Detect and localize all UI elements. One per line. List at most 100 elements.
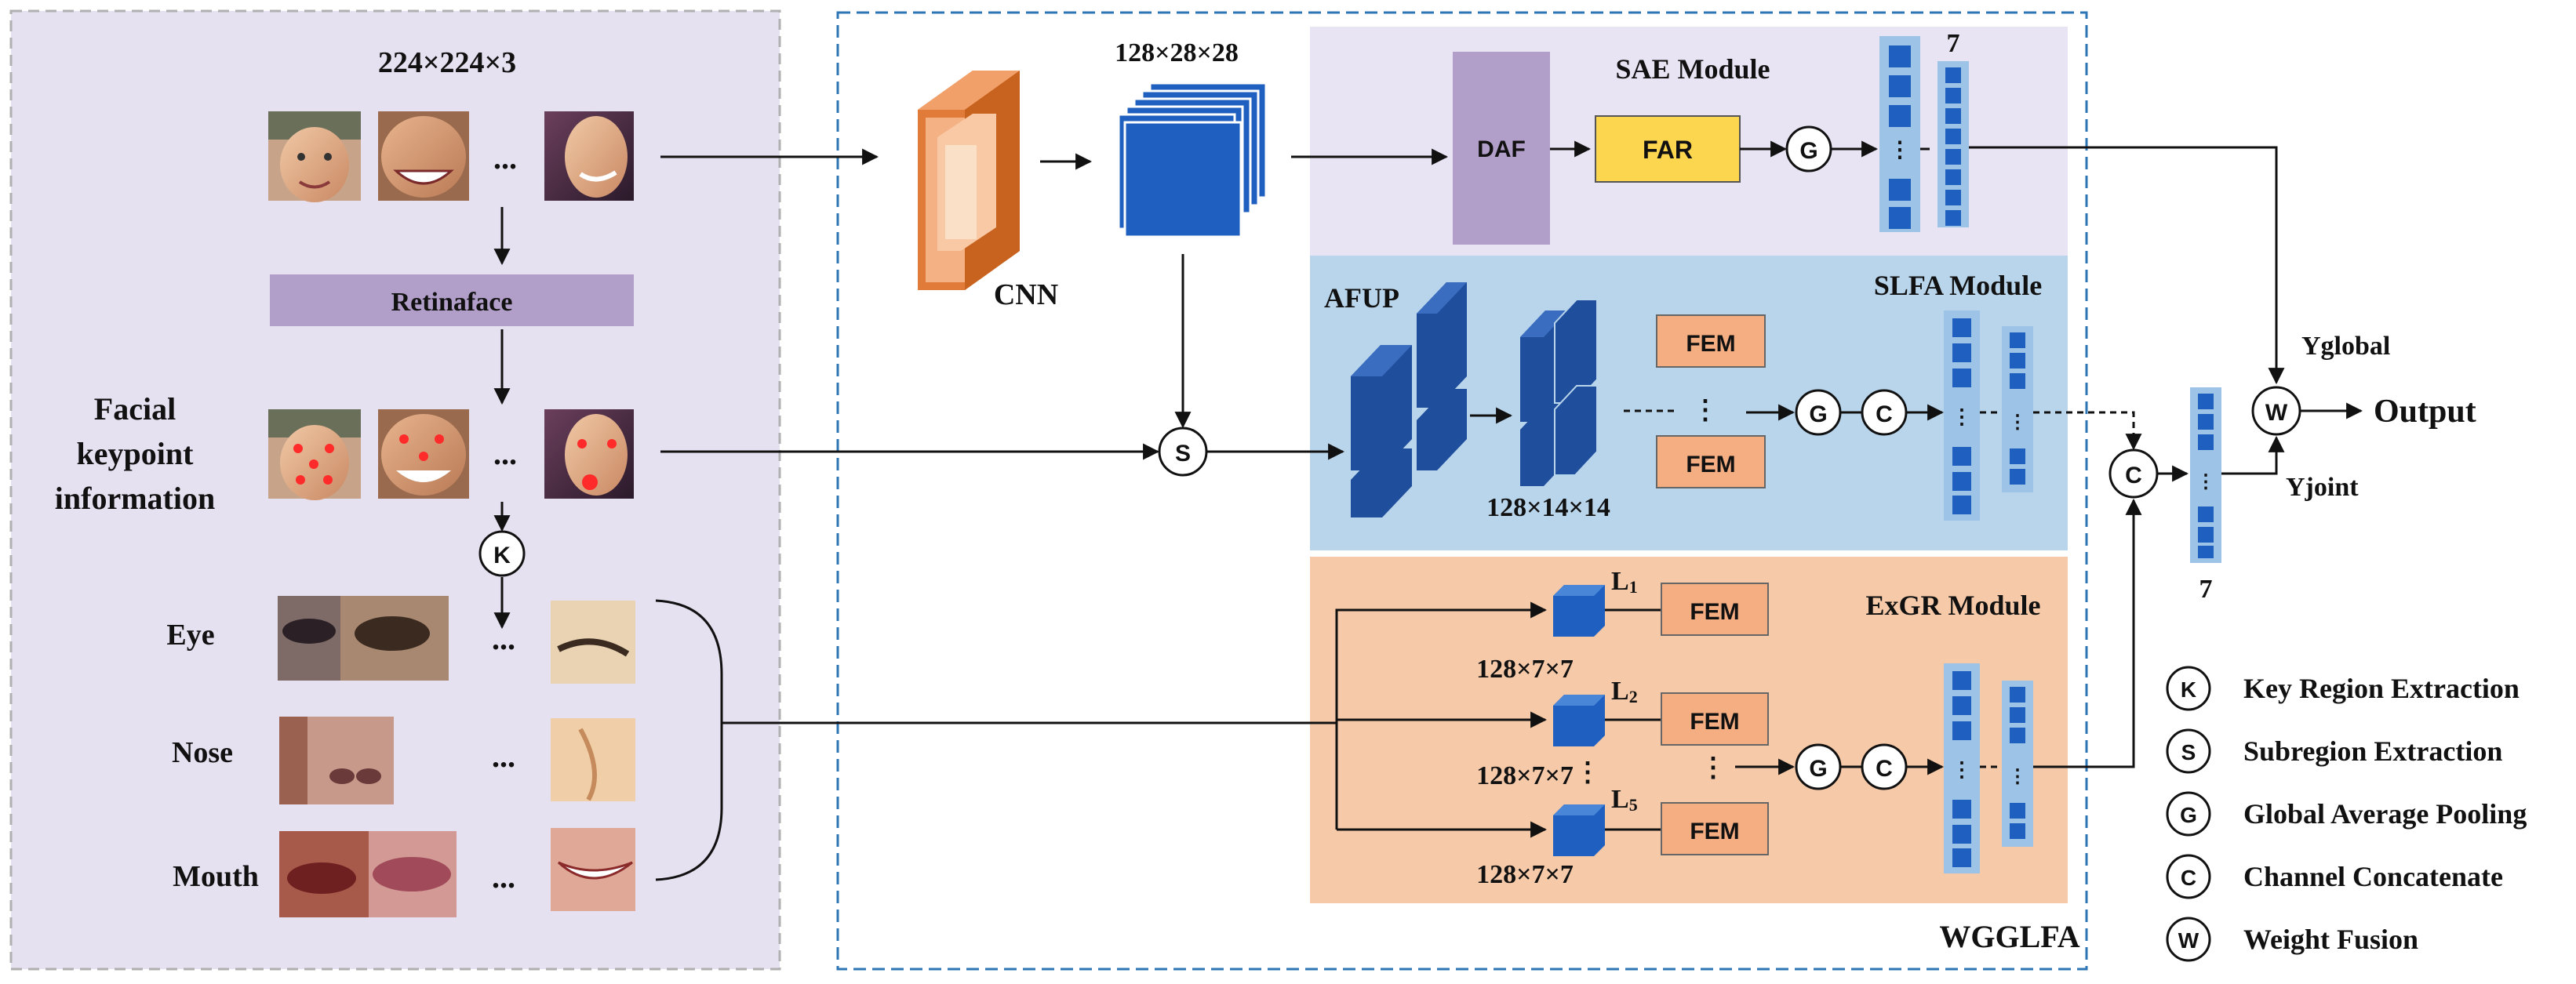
output-label: Output	[2374, 394, 2476, 430]
legend-label-g: Global Average Pooling	[2243, 798, 2527, 830]
exgr-fem-2-label: FEM	[1690, 709, 1739, 735]
ellipsis-mouth: ...	[492, 859, 515, 895]
retinaface-box	[270, 274, 634, 326]
legend-item-c: C Channel Concatenate	[2166, 854, 2503, 899]
wgglfa-frame	[836, 11, 2088, 971]
final-c-label: C	[2125, 463, 2142, 488]
legend-symbol-g: G	[2180, 803, 2197, 827]
mouth-patch-right	[551, 828, 635, 911]
w-operator-label: W	[2265, 400, 2288, 426]
svg-text:⋮: ⋮	[2008, 412, 2027, 433]
s-operator-label: S	[1175, 441, 1191, 467]
face-thumbnail-1	[268, 111, 361, 202]
legend-symbol-c: C	[2181, 866, 2196, 890]
keypoint-face-3	[544, 409, 634, 499]
exgr-cube-l1	[1553, 585, 1605, 637]
facial-keypoint-line2: keypoint	[77, 436, 195, 471]
exgr-c-label: C	[1876, 756, 1893, 782]
slfa-g-label: G	[1809, 401, 1827, 427]
slfa-fem-ellipsis: ⋮	[1692, 396, 1719, 425]
wgglfa-label: WGGLFA	[1939, 919, 2079, 954]
legend-item-w: W Weight Fusion	[2166, 917, 2418, 962]
svg-text:⋮: ⋮	[1952, 405, 1972, 428]
legend-symbol-k: K	[2181, 677, 2196, 702]
sae-module-title: SAE Module	[1615, 53, 1770, 85]
svg-text:⋮: ⋮	[2196, 472, 2215, 492]
exgr-feature-vector: ⋮	[1944, 663, 1980, 873]
exgr-l1-label: L1	[1611, 567, 1638, 597]
nose-patch	[279, 717, 394, 804]
exgr-output-vector: ⋮	[2002, 681, 2033, 847]
legend-item-k: K Key Region Extraction	[2166, 666, 2520, 711]
exgr-dim-1: 128×7×7	[1476, 655, 1574, 684]
k-operator	[478, 530, 526, 577]
legend-symbol-s: S	[2181, 740, 2196, 764]
feature-map-stack	[1117, 82, 1268, 238]
exgr-dim-3: 128×7×7	[1476, 860, 1574, 889]
sae-feature-vector: ⋮	[1879, 36, 1920, 232]
exgr-fem-ellipsis: ⋮	[1700, 753, 1726, 782]
retinaface-label: Retinaface	[391, 288, 513, 317]
arrow-exgr-to-final-c	[2033, 498, 2142, 768]
arrow-joint-to-w	[2221, 435, 2285, 475]
slfa-fem-bottom-label: FEM	[1686, 452, 1735, 477]
ellipsis-eye: ...	[492, 621, 515, 656]
joint-vector: ⋮	[2190, 387, 2221, 563]
nose-patch-right	[551, 718, 635, 801]
face-thumbnail-3	[544, 111, 634, 201]
cnn-block	[918, 71, 1020, 290]
far-box	[1595, 115, 1741, 183]
eye-patch	[278, 596, 449, 681]
slfa-fem-top	[1656, 314, 1766, 368]
exgr-g-label: G	[1809, 756, 1827, 782]
exgr-l2-label: L2	[1611, 677, 1638, 706]
exgr-cube-l5	[1553, 804, 1605, 856]
exgr-fem-2	[1661, 692, 1769, 746]
exgr-fem-1-label: FEM	[1690, 599, 1739, 625]
legend-label-w: Weight Fusion	[2243, 924, 2418, 955]
daf-label: DAF	[1477, 136, 1526, 162]
region-eye-label: Eye	[166, 619, 214, 652]
feature-dim-label: 128×28×28	[1115, 38, 1239, 67]
sae-g-label: G	[1799, 138, 1817, 164]
ellipsis-keypoints: ...	[493, 436, 517, 471]
joint-count-label: 7	[2199, 575, 2213, 604]
eye-patch-right	[551, 601, 635, 684]
exgr-fem-1	[1661, 583, 1769, 636]
afup-label: AFUP	[1324, 282, 1399, 314]
input-dim-label: 224×224×3	[378, 46, 516, 79]
sae-count-label: 7	[1947, 29, 1960, 58]
far-label: FAR	[1643, 136, 1693, 164]
slfa-feature-vector: ⋮	[1944, 310, 1980, 521]
mouth-patch	[279, 831, 457, 917]
arrow-sae-to-w	[1969, 146, 2285, 385]
slfa-split-blocks	[1520, 299, 1598, 486]
legend-item-g: G Global Average Pooling	[2166, 791, 2527, 837]
svg-text:⋮: ⋮	[1952, 758, 1972, 781]
facial-keypoint-line1: Facial	[94, 391, 176, 427]
slfa-fem-top-label: FEM	[1686, 331, 1735, 357]
exgr-cube-l2	[1553, 695, 1605, 746]
svg-text:⋮: ⋮	[2008, 767, 2027, 787]
legend: K Key Region Extraction S Subregion Extr…	[2166, 666, 2527, 962]
ellipsis-nose: ...	[492, 739, 515, 774]
svg-text:⋮: ⋮	[1889, 138, 1911, 162]
region-mouth-label: Mouth	[173, 860, 259, 893]
regions-bracket	[655, 599, 723, 881]
exgr-l5-label: L5	[1611, 785, 1638, 815]
exgr-fem-3-label: FEM	[1690, 819, 1739, 844]
slfa-c-label: C	[1876, 401, 1893, 427]
sae-output-vector	[1937, 61, 1969, 227]
legend-symbol-w: W	[2178, 928, 2199, 953]
cnn-label: CNN	[994, 278, 1058, 311]
arrow-slfa-to-final-c	[2033, 411, 2142, 451]
yglobal-label: Yglobal	[2301, 332, 2390, 361]
legend-item-s: S Subregion Extraction	[2166, 728, 2502, 774]
slfa-dim-label: 128×14×14	[1486, 493, 1610, 522]
slfa-output-vector: ⋮	[2002, 326, 2033, 492]
exgr-branch-l1	[1335, 601, 1548, 830]
exgr-dim-ellipsis: ⋮	[1574, 758, 1601, 787]
ellipsis-top: ...	[493, 140, 517, 176]
k-operator-label: K	[493, 543, 511, 568]
